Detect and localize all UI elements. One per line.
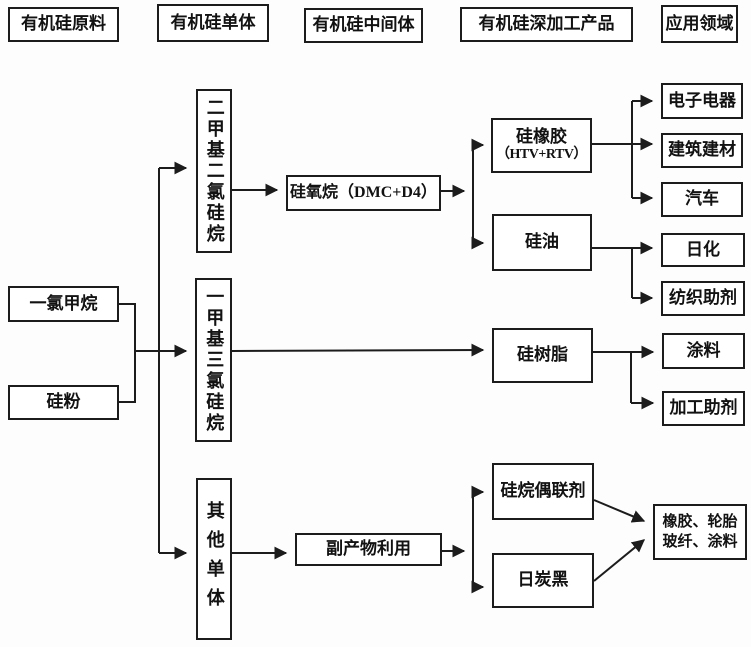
header-label: 有机硅深加工产品: [478, 14, 615, 34]
node-byproduct-utilization: 副产物利用: [295, 533, 442, 566]
node-label: 汽车: [685, 189, 719, 209]
header-label: 有机硅原料: [21, 14, 106, 34]
node-carbon-black: 日炭黑: [492, 553, 594, 608]
app-textile-auxiliaries: 纺织助剂: [661, 281, 745, 316]
node-label: 硅氧烷（DMC+D4）: [290, 184, 437, 202]
node-siloxane-dmc-d4: 硅氧烷（DMC+D4）: [286, 175, 441, 211]
node-label: 涂料: [686, 340, 721, 360]
node-label: 硅烷偶联剂: [500, 481, 586, 501]
node-silicone-resin: 硅树脂: [492, 328, 593, 383]
node-label: 硅油: [525, 232, 559, 252]
header-label: 有机硅中间体: [312, 15, 415, 35]
raw-bracket: [119, 303, 136, 403]
header-monomers: 有机硅单体: [157, 4, 269, 42]
node-dimethyldichlorosilane: 二甲基二氯硅烷: [196, 89, 232, 253]
node-label-line1: 橡胶、轮胎: [662, 513, 738, 530]
app-electronics: 电子电器: [661, 83, 743, 119]
arrow-to-silicone-resin: [231, 343, 485, 357]
node-label: 纺织助剂: [669, 288, 737, 308]
node-label-line1: 硅橡胶: [516, 126, 567, 146]
header-raw-materials: 有机硅原料: [8, 7, 119, 42]
node-silicone-rubber: 硅橡胶 （HTV+RTV）: [491, 118, 592, 173]
header-intermediates: 有机硅中间体: [304, 8, 423, 43]
app-rubber-tires-glassfiber-coatings: 橡胶、轮胎 玻纤、涂料: [653, 504, 747, 560]
node-label: 加工助剂: [669, 398, 738, 418]
node-label: 其他单体: [204, 501, 225, 617]
node-label: 建筑建材: [668, 140, 736, 160]
node-label: 电子电器: [668, 90, 736, 110]
node-methyltrichlorosilane: 一甲基三氯硅烷: [195, 278, 232, 442]
app-automobile: 汽车: [661, 182, 743, 217]
app-daily-chemicals: 日化: [661, 233, 745, 267]
arrow-coupling-to-rubber-tires: [593, 499, 646, 523]
arrow-carbonblack-to-rubber-tires: [593, 539, 646, 582]
header-label: 有机硅单体: [170, 12, 256, 32]
node-label: 二甲基二氯硅烷: [204, 97, 225, 245]
node-silicon-powder: 硅粉: [8, 385, 119, 420]
app-processing-aids: 加工助剂: [662, 391, 745, 426]
node-silicone-oil: 硅油: [492, 214, 592, 271]
node-label: 硅粉: [46, 392, 81, 412]
node-label: 日炭黑: [517, 570, 569, 590]
header-application-fields: 应用领域: [661, 5, 738, 43]
node-silane-coupling-agent: 硅烷偶联剂: [492, 463, 594, 520]
node-label-line2: （HTV+RTV）: [496, 147, 587, 163]
node-other-monomers: 其他单体: [196, 478, 232, 640]
header-label: 应用领域: [665, 13, 734, 33]
node-label-line2: 玻纤、涂料: [662, 534, 738, 550]
app-coatings: 涂料: [662, 333, 745, 369]
header-deep-processing-products: 有机硅深加工产品: [460, 7, 633, 42]
app-construction-materials: 建筑建材: [661, 133, 743, 168]
node-label: 一甲基三氯硅烷: [204, 286, 225, 434]
node-label: 副产物利用: [326, 539, 411, 559]
node-methyl-chloride: 一氯甲烷: [8, 286, 119, 322]
node-label: 硅树脂: [517, 345, 568, 365]
node-label: 一氯甲烷: [29, 293, 98, 313]
node-label: 日化: [686, 239, 720, 259]
